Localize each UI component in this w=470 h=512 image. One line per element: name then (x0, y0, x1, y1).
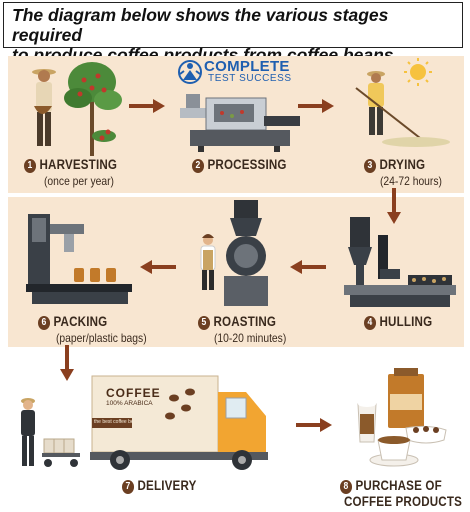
packing-illustration (26, 214, 132, 304)
harvesting-illustration (32, 62, 122, 156)
diagram-title: The diagram below shows the various stag… (3, 2, 463, 65)
roasting-illustration (200, 200, 268, 306)
stage-6-number: 6 (38, 316, 51, 330)
stage-4-number: 4 (364, 316, 377, 330)
truck-sticker: the best coffee beans (94, 419, 142, 425)
truck-brand: COFFEE (106, 386, 161, 400)
truck-tagline: 100% ARABICA (106, 400, 153, 407)
arrow-1-to-2 (129, 99, 165, 113)
brand-emblem-icon (178, 60, 202, 84)
arrow-3-to-4 (387, 188, 401, 224)
brand-logo: COMPLETE TEST SUCCESS (178, 58, 298, 88)
arrow-5-to-6 (140, 260, 176, 274)
arrow-4-to-5 (290, 260, 326, 274)
stage-8-number: 8 (340, 480, 353, 494)
arrow-2-to-3 (298, 99, 334, 113)
arrow-7-to-8 (296, 418, 332, 432)
stage-2-number: 2 (192, 159, 205, 173)
drying-illustration (355, 58, 450, 147)
processing-illustration (180, 94, 300, 152)
stage-5-number: 5 (198, 316, 211, 330)
stage-6-sub: (paper/plastic bags) (56, 331, 147, 345)
brand-name: COMPLETE (204, 58, 290, 75)
coffee-products-illustration (357, 368, 447, 467)
stage-7-number: 7 (122, 480, 135, 494)
brand-tagline: TEST SUCCESS (208, 73, 292, 84)
stage-1-number: 1 (24, 159, 37, 173)
stage-3-number: 3 (364, 159, 377, 173)
stage-5-sub: (10-20 minutes) (214, 331, 287, 345)
arrow-6-to-7 (60, 345, 74, 381)
stage-3-sub: (24-72 hours) (380, 174, 442, 188)
delivery-truck-illustration (90, 375, 268, 470)
stage-8-sub: COFFEE PRODUCTS (344, 494, 463, 509)
stage-1-sub: (once per year) (44, 174, 114, 188)
title-line-1: The diagram below shows the various stag… (12, 5, 389, 45)
hulling-illustration (344, 217, 456, 307)
delivery-worker-illustration (21, 398, 80, 467)
